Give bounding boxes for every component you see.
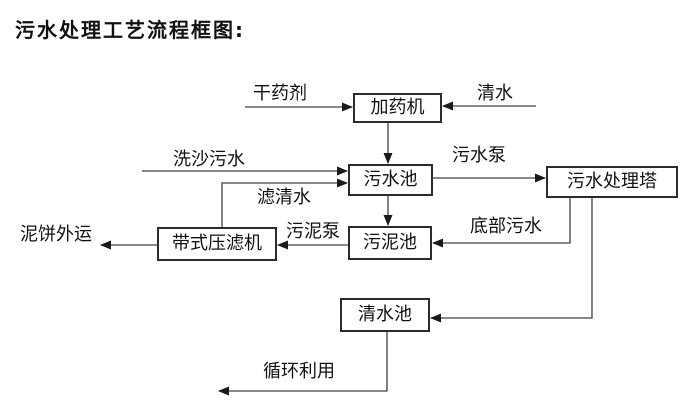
label-recycling: 循环利用 (263, 361, 335, 382)
node-sewage-pool: 污水池 (348, 164, 433, 196)
label-sand-washing-sewage: 洗沙污水 (173, 149, 245, 170)
label-clean-water: 清水 (477, 83, 513, 104)
edge-recycling (218, 332, 388, 396)
node-clean-water-pool: 清水池 (340, 298, 430, 332)
edge-filtered-water (221, 178, 348, 227)
edge-bottom-sewage (432, 198, 571, 248)
label-sludge-pump: 污泥泵 (286, 221, 340, 242)
label-filtered-water: 滤清水 (257, 187, 311, 208)
label-sewage-pump: 污水泵 (452, 145, 506, 166)
label-bottom-sewage: 底部污水 (470, 216, 542, 237)
page-title: 污水处理工艺流程框图: (15, 18, 245, 42)
label-dry-chemical: 干药剂 (253, 83, 307, 104)
node-treatment-tower: 污水处理塔 (546, 166, 678, 198)
node-belt-filter-press: 带式压滤机 (157, 227, 277, 261)
label-mud-cake-out: 泥饼外运 (20, 224, 92, 245)
node-sludge-pool: 污泥池 (348, 226, 432, 260)
edge-tower-to-clean-pool (430, 198, 593, 323)
node-dosing-machine: 加药机 (353, 93, 442, 123)
